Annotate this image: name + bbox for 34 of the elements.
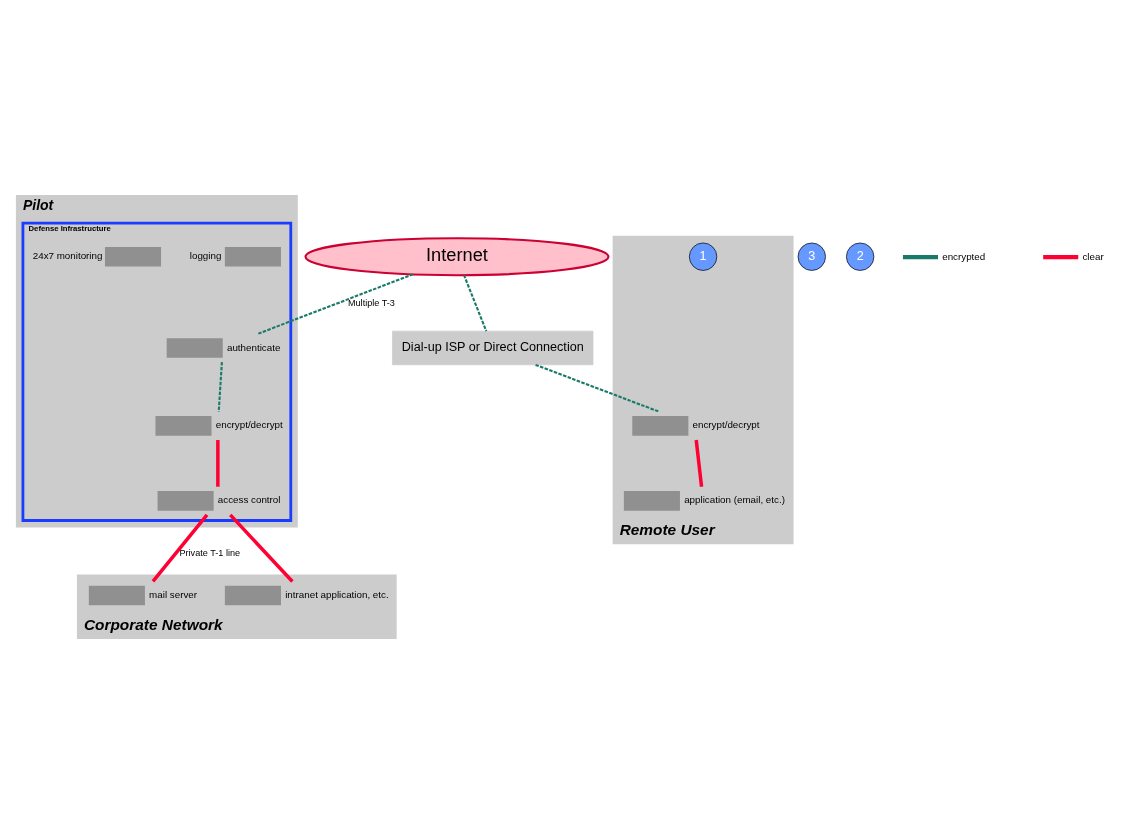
node-label: intranet application, etc. — [285, 588, 389, 600]
edge-label: Private T-1 line — [179, 547, 241, 558]
legend-label: clear — [1082, 250, 1104, 262]
connector — [257, 272, 414, 335]
connector — [463, 274, 488, 331]
node-box — [632, 415, 689, 436]
node-box — [104, 246, 162, 267]
node-box — [157, 490, 214, 511]
node-ellipse: Internet — [304, 236, 610, 276]
node-box — [88, 585, 145, 605]
node-box — [623, 490, 680, 511]
legend-label: encrypted — [942, 250, 986, 262]
node-circle: 1 — [689, 242, 718, 271]
node-box — [224, 585, 281, 605]
node-label: access control — [217, 493, 281, 505]
node-box — [155, 415, 212, 436]
node-box — [224, 246, 281, 267]
connector — [694, 439, 704, 487]
connector — [216, 439, 220, 487]
node-circle: 3 — [797, 242, 826, 271]
connector — [217, 361, 223, 412]
node-box: Dial-up ISP or Direct Connection — [392, 330, 594, 365]
node-label: application (email, etc.) — [684, 493, 785, 505]
node-label: encrypt/decrypt — [215, 418, 283, 430]
node-label: authenticate — [226, 341, 281, 353]
node-label: logging — [189, 249, 222, 261]
node-label: encrypt/decrypt — [692, 418, 760, 430]
node-label: mail server — [149, 588, 198, 600]
node-box — [166, 337, 223, 358]
node-circle: 2 — [846, 242, 875, 271]
connector — [535, 363, 660, 413]
node-label: 24x7 monitoring — [32, 249, 103, 261]
connector — [151, 513, 209, 583]
edge-label: Multiple T-3 — [347, 296, 395, 307]
